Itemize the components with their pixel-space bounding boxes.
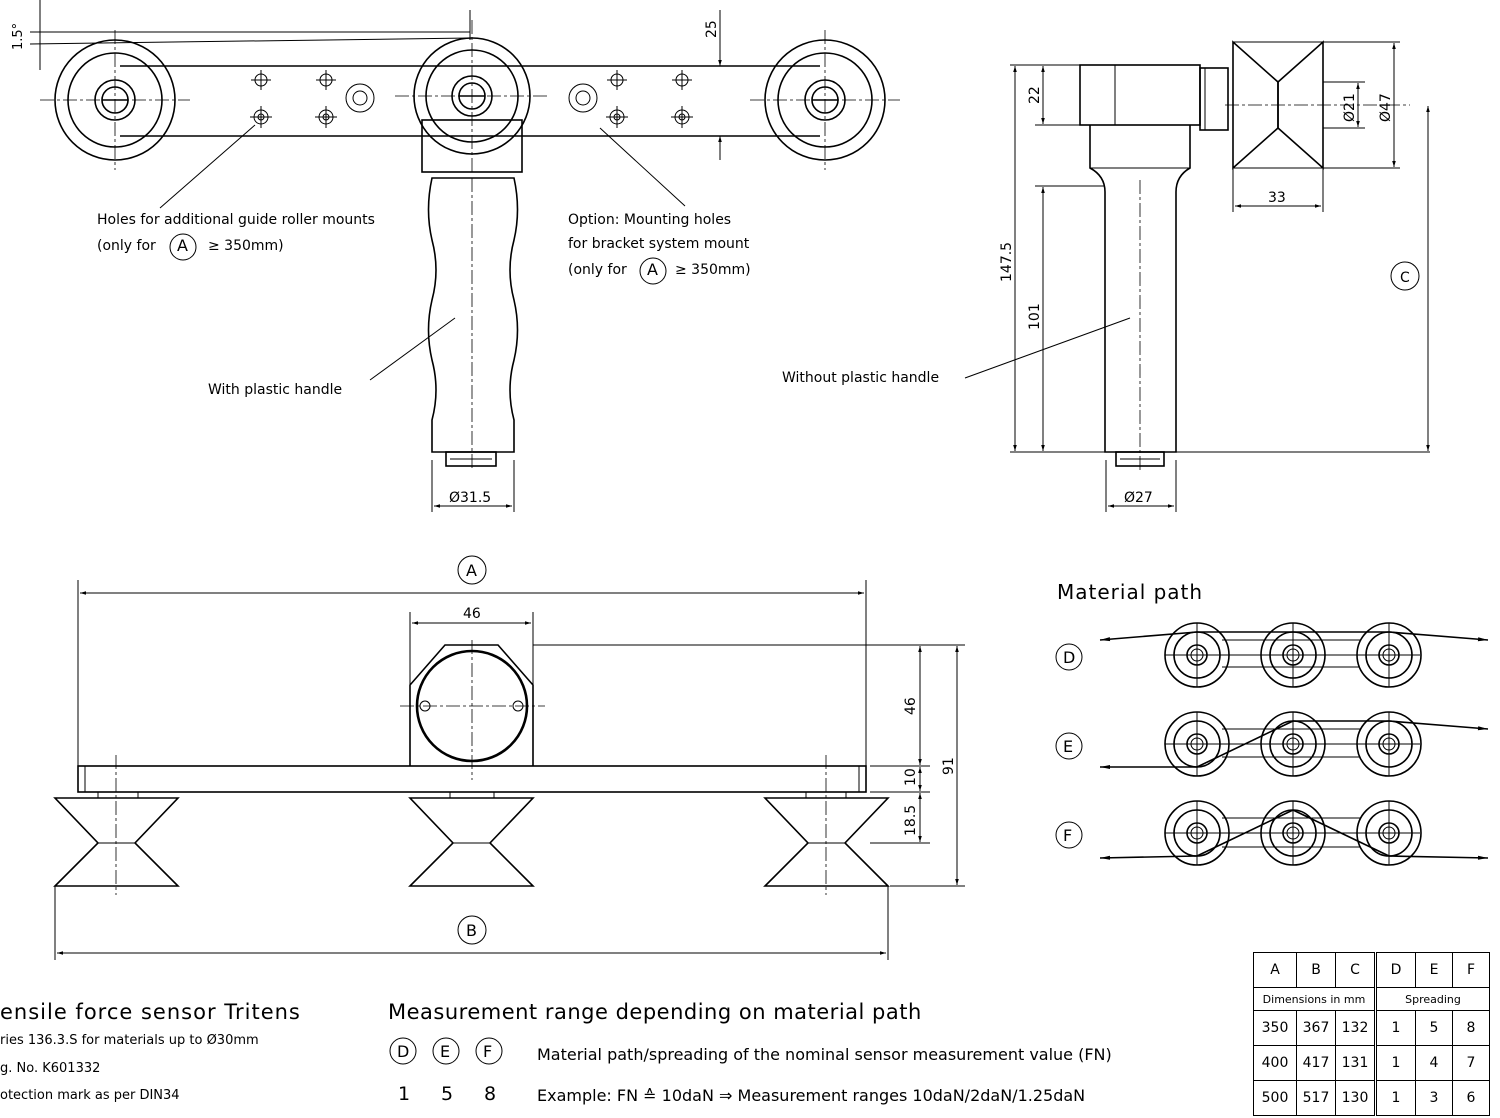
- table-row: 500 517 130 1 3 6: [1253, 1080, 1490, 1116]
- dim-27: Ø27: [1124, 490, 1153, 506]
- dim-101: 101: [1027, 303, 1043, 330]
- note-option-circle-a: A: [647, 260, 658, 279]
- path-label-d: D: [1063, 648, 1075, 667]
- roller-center: [395, 20, 550, 175]
- note-option-line3-suffix: ≥ 350mm): [675, 262, 751, 278]
- table-cell: 4: [1415, 1045, 1453, 1081]
- note-option-line3-prefix: (only for: [568, 262, 627, 278]
- table-cell: 3: [1415, 1080, 1453, 1116]
- handle-label: With plastic handle: [208, 382, 343, 398]
- table-header-row: A B C D E F: [1253, 952, 1490, 988]
- table-cell: 517: [1296, 1080, 1336, 1116]
- path-label-f: F: [1063, 826, 1072, 845]
- footer-circle-f: F: [483, 1042, 492, 1061]
- table-header: A: [1253, 952, 1297, 988]
- table-cell: 8: [1452, 1010, 1490, 1046]
- note-option-line1: Option: Mounting holes: [568, 212, 732, 228]
- path-d: [1055, 622, 1489, 688]
- table-cell: 6: [1452, 1080, 1490, 1116]
- path-label-e: E: [1063, 737, 1073, 756]
- table-cell: 350: [1253, 1010, 1297, 1046]
- table-header: C: [1335, 952, 1376, 988]
- table-header: F: [1452, 952, 1490, 988]
- front-view: [53, 555, 965, 960]
- sensor-title: ensile force sensor Tritens: [0, 1000, 301, 1024]
- example-value-1: 1: [398, 1083, 411, 1105]
- label-a: A: [466, 561, 477, 580]
- note-holes-line2-prefix: (only for: [97, 238, 156, 254]
- plastic-handle: [427, 177, 519, 470]
- table-cell: 131: [1335, 1045, 1376, 1081]
- dim-46-top: 46: [463, 606, 481, 622]
- path-f: [1055, 800, 1489, 866]
- dim-handle: Ø31.5: [449, 490, 491, 506]
- example-text: Example: FN ≙ 10daN ⇒ Measurement ranges…: [537, 1086, 1086, 1105]
- angle-label: 1.5°: [11, 23, 26, 50]
- table-row: 350 367 132 1 5 8: [1253, 1010, 1490, 1046]
- dim-147-5: 147.5: [999, 242, 1015, 282]
- note-holes-circle-a: A: [177, 236, 188, 255]
- table-cell: 130: [1335, 1080, 1376, 1116]
- table-header: E: [1415, 952, 1453, 988]
- path-desc: Material path/spreading of the nominal s…: [537, 1045, 1112, 1064]
- example-value-2: 5: [441, 1083, 454, 1105]
- footer-circle-e: E: [440, 1042, 450, 1061]
- table-header: B: [1296, 952, 1336, 988]
- material-path-title: Material path: [1057, 580, 1204, 604]
- table-subheader-spread: Spreading: [1374, 987, 1490, 1011]
- table-subheader-row: Dimensions in mm Spreading: [1253, 987, 1490, 1011]
- table-cell: 7: [1452, 1045, 1490, 1081]
- table-subheader-dims: Dimensions in mm: [1253, 987, 1376, 1011]
- footer-circle-d: D: [397, 1042, 409, 1061]
- table-row: 400 417 131 1 4 7: [1253, 1045, 1490, 1081]
- no-handle-label: Without plastic handle: [782, 370, 940, 386]
- dim-46-right: 46: [903, 697, 919, 715]
- table-cell: 417: [1296, 1045, 1336, 1081]
- table-cell: 1: [1374, 1010, 1416, 1046]
- label-b: B: [466, 921, 477, 940]
- table-cell: 132: [1335, 1010, 1376, 1046]
- label-c: C: [1400, 270, 1410, 286]
- table-cell: 5: [1415, 1010, 1453, 1046]
- roller-right: [750, 30, 900, 170]
- sensor-line3: otection mark as per DIN34: [0, 1088, 180, 1103]
- path-e: [1055, 711, 1489, 777]
- dim-33: 33: [1268, 190, 1286, 206]
- example-value-3: 8: [484, 1083, 497, 1105]
- dimension-table: A B C D E F Dimensions in mm Spreading 3…: [1253, 952, 1490, 1116]
- dim-22: 22: [1027, 86, 1043, 104]
- table-header: D: [1374, 952, 1416, 988]
- table-cell: 1: [1374, 1045, 1416, 1081]
- dim-25: 25: [704, 20, 720, 38]
- table-cell: 1: [1374, 1080, 1416, 1116]
- note-holes-line1: Holes for additional guide roller mounts: [97, 212, 375, 228]
- note-holes-line2-suffix: ≥ 350mm): [208, 238, 284, 254]
- mounting-holes: [250, 70, 693, 128]
- dimension-labels: 1.5° 25 Ø31.5 22 Ø21 Ø47 33 147.5 101 C …: [11, 20, 1410, 1061]
- side-view: [964, 40, 1430, 512]
- dim-21: Ø21: [1342, 93, 1358, 122]
- table-cell: 400: [1253, 1045, 1297, 1081]
- table-cell: 367: [1296, 1010, 1336, 1046]
- sensor-line2: g. No. K601332: [0, 1061, 101, 1076]
- dim-47: Ø47: [1378, 93, 1394, 122]
- v-roller-center: [408, 791, 535, 887]
- roller-left: [40, 30, 190, 170]
- material-path-diagram: [1055, 622, 1489, 866]
- range-title: Measurement range depending on material …: [388, 1000, 922, 1024]
- sensor-line1: ries 136.3.S for materials up to Ø30mm: [0, 1033, 259, 1048]
- top-view: [29, 0, 900, 512]
- v-roller-right: [763, 755, 890, 895]
- dim-18-5: 18.5: [903, 805, 919, 836]
- v-roller-left: [53, 755, 180, 895]
- dim-10: 10: [903, 768, 919, 786]
- note-option-line2: for bracket system mount: [568, 236, 750, 252]
- table-cell: 500: [1253, 1080, 1297, 1116]
- dim-91: 91: [941, 757, 957, 775]
